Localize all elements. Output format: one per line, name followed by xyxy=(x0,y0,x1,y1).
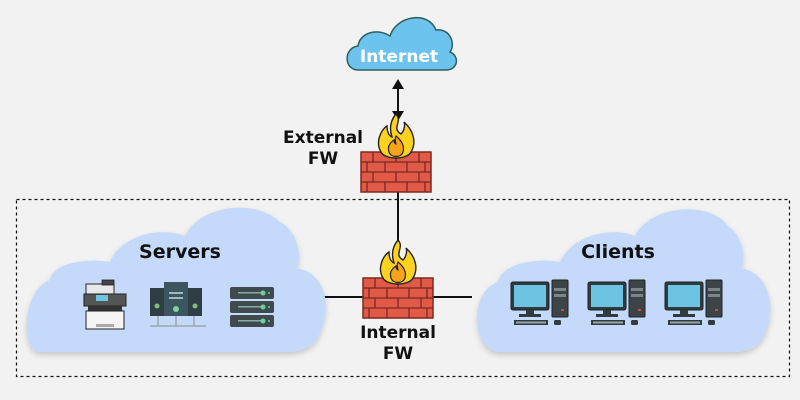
external-firewall[interactable]: External FW xyxy=(283,113,432,193)
internal-firewall[interactable]: Internal FW xyxy=(360,239,436,364)
servers-zone-cloud[interactable] xyxy=(26,207,326,352)
external-fw-label-line1: External xyxy=(283,128,363,148)
internet-cloud[interactable]: Internet xyxy=(346,16,458,71)
internal-fw-label-line2: FW xyxy=(383,344,414,364)
servers-zone-label: Servers xyxy=(139,241,221,263)
external-fw-label-line2: FW xyxy=(308,149,339,169)
clients-zone-label: Clients xyxy=(581,241,655,263)
internal-network-boundary xyxy=(15,198,791,378)
internal-fw-label-line1: Internal xyxy=(360,323,436,343)
server-cluster-icon xyxy=(150,282,206,327)
clients-zone-cloud[interactable] xyxy=(477,209,771,352)
rack-server-icon xyxy=(230,287,274,327)
printer-icon xyxy=(83,279,127,330)
bidirectional-arrow xyxy=(392,79,404,121)
internet-label: Internet xyxy=(360,47,438,67)
